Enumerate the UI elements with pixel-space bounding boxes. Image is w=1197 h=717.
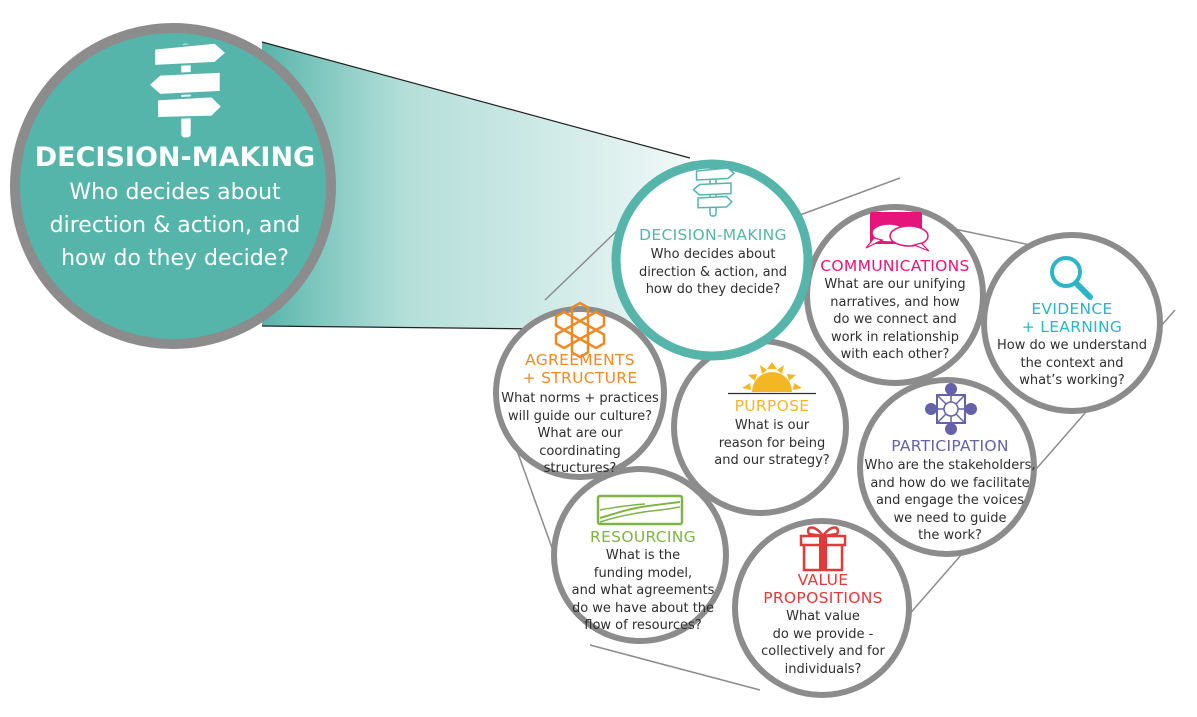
resourcing-question: What is the funding model, and what agre… <box>560 547 726 635</box>
zoom-title: DECISION-MAKING <box>34 142 316 173</box>
question-line: What is the <box>605 548 681 563</box>
question-line: reason for being <box>718 435 826 451</box>
zoom-beam <box>262 42 690 330</box>
sunrise-icon <box>728 362 816 395</box>
question-line: and what agreements <box>571 583 715 598</box>
question-line: What are our <box>537 426 623 441</box>
question-line: What norms + practices <box>501 391 659 406</box>
question-line: and our strategy? <box>714 453 830 468</box>
circle-value <box>732 518 912 698</box>
question-line: we need to guide <box>893 510 1007 526</box>
evidence-title-line: EVIDENCE <box>1031 300 1113 318</box>
circle-evidence <box>981 232 1163 414</box>
question-line: Who decides about <box>650 247 776 262</box>
question-line: funding model, <box>593 565 693 581</box>
signpost-icon <box>692 167 736 217</box>
zoom-beam-edge-top <box>261 41 691 159</box>
connected-nodes-icon <box>925 383 977 435</box>
question-line: do we provide - <box>772 626 874 642</box>
circle-participation <box>857 377 1037 557</box>
question-line: and how do we facilitate <box>870 475 1030 491</box>
question-line: individuals? <box>784 661 862 677</box>
agreements-question: What norms + practices will guide our cu… <box>492 390 668 478</box>
question-line: and engage the voices <box>875 493 1025 508</box>
purpose-text: PURPOSE What is our reason for being and… <box>690 397 854 470</box>
river-landscape-icon <box>596 494 684 526</box>
gift-icon <box>799 526 847 572</box>
value-text: VALUE PROPOSITIONS What value do we prov… <box>740 571 906 678</box>
question-line: collectively and for <box>761 644 885 659</box>
zoom-question: Who decides about direction & action, an… <box>20 176 330 275</box>
question-line: direction & action, and <box>638 264 788 280</box>
zoom-circle <box>10 23 336 349</box>
circle-decision <box>611 159 813 361</box>
evidence-text: EVIDENCE + LEARNING How do we understand… <box>984 300 1160 390</box>
value-question: What value do we provide - collectively … <box>740 608 906 678</box>
question-line: coordinating <box>539 443 621 459</box>
question-line: What are our unifying <box>824 277 966 292</box>
question-line: How do we understand <box>997 338 1147 353</box>
decision-question: Who decides about direction & action, an… <box>622 246 804 299</box>
zoom-question-line: how do they decide? <box>61 246 289 271</box>
speech-bubbles-icon <box>865 212 930 252</box>
participation-question: Who are the stakeholders, and how do we … <box>858 457 1042 545</box>
signpost-icon <box>146 41 229 140</box>
question-line: What is our <box>734 418 810 433</box>
question-line: do we connect and <box>833 312 957 327</box>
question-line: what’s working? <box>1019 373 1125 388</box>
question-line: structures? <box>543 461 617 476</box>
purpose-question: What is our reason for being and our str… <box>690 417 854 470</box>
hexagon-network-icon <box>554 301 606 359</box>
decision-title: DECISION-MAKING <box>639 226 787 244</box>
evidence-title-line: + LEARNING <box>1021 318 1123 336</box>
question-line: how do they decide? <box>645 282 781 297</box>
resourcing-title: RESOURCING <box>590 528 696 546</box>
resourcing-text: RESOURCING What is the funding model, an… <box>560 528 726 635</box>
question-line: do we have about the <box>571 600 715 616</box>
circle-agreements <box>493 306 667 480</box>
question-line: narratives, and how <box>830 294 960 310</box>
question-line: What value <box>786 609 860 624</box>
evidence-question: How do we understand the context and wha… <box>984 337 1160 390</box>
participation-title: PARTICIPATION <box>891 437 1009 455</box>
question-line: flow of resources? <box>584 618 702 633</box>
question-line: Who are the stakeholders, <box>864 458 1036 473</box>
agreements-title-line: AGREEMENTS <box>525 351 635 369</box>
question-line: with each other? <box>840 347 950 362</box>
value-title-line: VALUE <box>797 571 849 589</box>
communications-text: COMMUNICATIONS What are our unifying nar… <box>806 257 984 364</box>
decision-text: DECISION-MAKING Who decides about direct… <box>622 226 804 299</box>
circle-communications <box>804 204 986 386</box>
question-line: the context and <box>1020 355 1124 371</box>
question-line: will guide our culture? <box>507 408 653 424</box>
communications-title: COMMUNICATIONS <box>820 257 970 275</box>
value-title-line: PROPOSITIONS <box>763 589 883 607</box>
zoom-question-line: Who decides about <box>69 180 281 205</box>
agreements-text: AGREEMENTS + STRUCTURE What norms + prac… <box>492 351 668 478</box>
question-line: work in relationship <box>831 329 959 345</box>
zoom-question-line: direction & action, and <box>49 213 301 238</box>
question-line: the work? <box>918 528 982 543</box>
communications-question: What are our unifying narratives, and ho… <box>806 276 984 364</box>
purpose-title: PURPOSE <box>734 397 810 415</box>
magnifier-icon <box>1050 256 1093 300</box>
agreements-title-line: + STRUCTURE <box>522 369 638 387</box>
participation-text: PARTICIPATION Who are the stakeholders, … <box>858 437 1042 545</box>
